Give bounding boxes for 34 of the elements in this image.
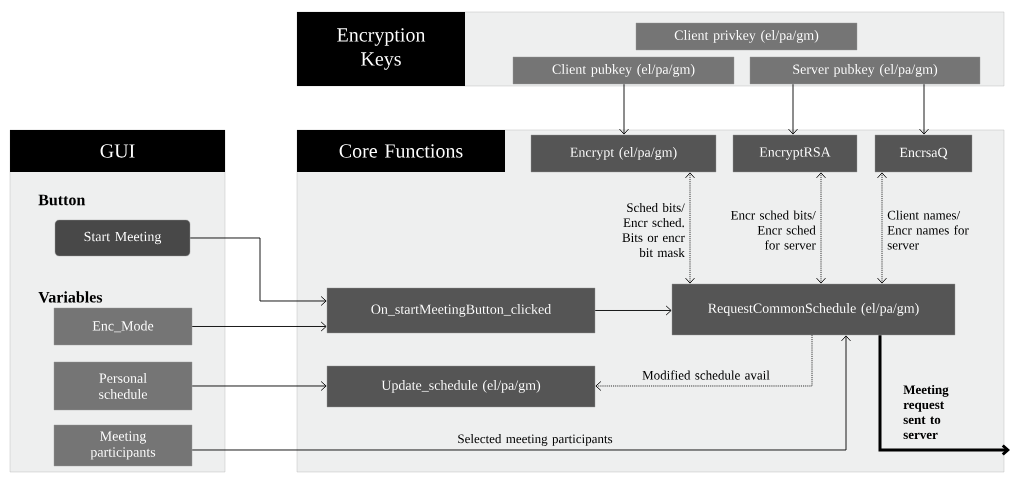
arrow [619,83,629,135]
arrow [919,83,929,135]
edge-label: Client names/ Encr names for server [887,210,969,250]
key-box: Client pubkey (el/pa/gm) [512,56,735,85]
arrow [595,334,813,391]
arrow [594,305,672,316]
key-box: Server pubkey (el/pa/gm) [749,56,981,85]
edge-label: Encr sched bits/ Encr sched for server [731,210,816,250]
variable-box: Meeting participants [53,424,193,467]
variable-box: Enc_Mode [53,307,193,346]
arrow [685,172,695,284]
arrow [191,381,327,391]
arrow [788,83,798,135]
arrow [877,172,887,284]
variable-box: Personal schedule [53,361,193,411]
function-box: Update_schedule (el/pa/gm) [326,365,596,408]
arrow [816,172,826,284]
function-box: Encrypt (el/pa/gm) [530,134,717,173]
section-label: Button [38,194,86,206]
button: Start Meeting [54,219,191,257]
function-box: EncrsaQ [874,134,973,173]
edge-label: Sched bits/ Encr sched. Bits or encr bit mask [622,202,685,258]
key-box: Client privkey (el/pa/gm) [635,22,858,51]
arrow [878,335,1010,456]
edge-label: Modified schedule avail [642,370,770,380]
edge-label: Selected meeting participants [458,434,613,446]
function-box: On_startMeetingButton_clicked [326,287,596,334]
arrow [189,237,327,306]
section-label: Variables [38,291,103,303]
arrow [191,335,851,451]
edge-label: Meeting request sent to server [903,384,949,440]
arrow [191,321,327,332]
function-box: EncryptRSA [732,134,858,173]
function-box: RequestCommonSchedule (el/pa/gm) [671,283,956,336]
